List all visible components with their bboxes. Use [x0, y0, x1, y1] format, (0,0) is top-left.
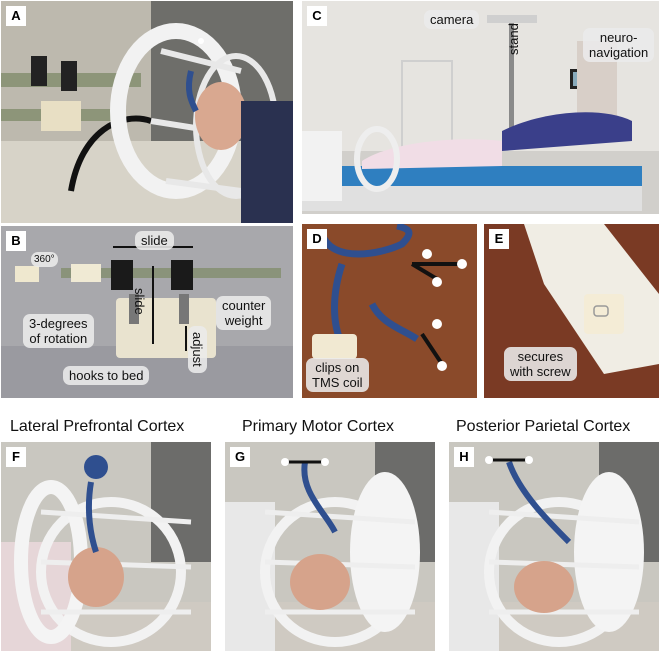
panel-label: A [6, 6, 26, 26]
label-counter-weight: counter weight [216, 296, 272, 330]
stand-text: stand [506, 23, 521, 55]
panel-label: G [230, 447, 250, 467]
panel-label: B [6, 231, 26, 251]
panel-label: C [307, 6, 327, 26]
slide-vertical-text: slide [132, 288, 147, 315]
panel-d-photo: D clips on TMS coil [302, 224, 477, 398]
heading-g: Primary Motor Cortex [242, 418, 395, 435]
neuro-line1: neuro- [599, 30, 638, 45]
heading-f: Lateral Prefrontal Cortex [10, 418, 185, 435]
clips-line1: clips on [315, 360, 360, 375]
neuro-line2: navigation [589, 45, 649, 60]
secures-line2: with screw [510, 364, 571, 379]
label-rotation: 3-degrees of rotation [23, 314, 94, 348]
label-slide-vertical: slide [130, 282, 149, 321]
label-hooks-to-bed: hooks to bed [63, 366, 150, 385]
adjust-text: adjust [190, 332, 205, 367]
counter-text: counter [222, 298, 266, 313]
label-secures-with-screw: secures with screw [504, 347, 577, 381]
panel-label: F [6, 447, 26, 467]
rotation-line1: 3-degrees [29, 316, 88, 331]
weight-text: weight [224, 313, 263, 328]
panel-e-photo: E secures with screw [484, 224, 659, 398]
panel-c-photo: C camera neuro- navigation stand [302, 1, 659, 214]
panel-g-photo: G [225, 442, 435, 651]
panel-f-photo: F [1, 442, 211, 651]
clips-line2: TMS coil [312, 375, 363, 390]
heading-h: Posterior Parietal Cortex [456, 418, 631, 435]
label-360: 360° [31, 252, 58, 267]
panel-label: H [454, 447, 474, 467]
panel-label: E [489, 229, 509, 249]
rotation-line2: of rotation [29, 331, 88, 346]
label-neuro-navigation: neuro- navigation [583, 28, 655, 62]
panel-label: D [307, 229, 327, 249]
label-slide-horizontal: slide [135, 231, 174, 250]
label-adjust: adjust [188, 326, 207, 373]
panel-a-photo: A [1, 1, 293, 223]
label-clips-on-tms-coil: clips on TMS coil [306, 358, 369, 392]
panel-h-photo: H [449, 442, 659, 651]
label-camera: camera [424, 10, 480, 29]
secures-line1: secures [517, 349, 564, 364]
panel-b-photo: B slide 360° slide counter weight 3-degr… [1, 226, 293, 398]
label-stand: stand [504, 17, 523, 61]
